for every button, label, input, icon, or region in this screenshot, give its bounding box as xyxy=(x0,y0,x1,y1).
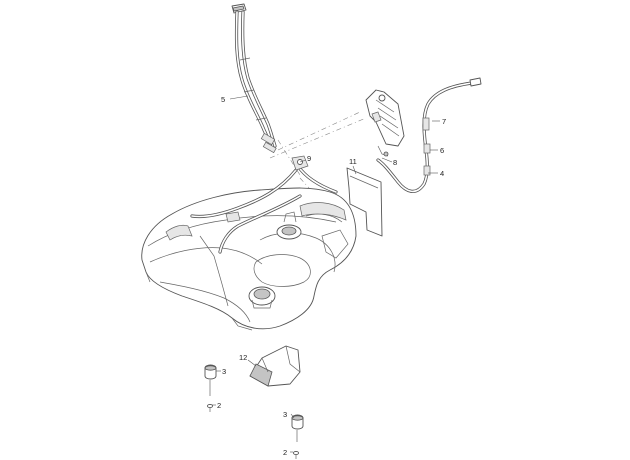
callout-5: 5 xyxy=(221,95,225,104)
callout-3-lower: 3 xyxy=(283,410,287,419)
filler-cap xyxy=(248,286,276,309)
callout-7: 7 xyxy=(442,117,446,126)
fuel-pump-module xyxy=(276,211,302,240)
callout-8: 8 xyxy=(393,158,397,167)
callout-4: 4 xyxy=(440,169,444,178)
callout-2-lower: 2 xyxy=(283,448,287,457)
vent-hose xyxy=(376,77,482,193)
heat-shield-plate xyxy=(346,167,383,237)
callout-3-upper: 3 xyxy=(222,367,226,376)
rubber-mount-upper xyxy=(204,364,217,396)
leader-lines xyxy=(212,95,440,453)
heat-shield-bracket xyxy=(365,89,405,157)
callout-6: 6 xyxy=(440,146,444,155)
callout-2-upper: 2 xyxy=(217,401,221,410)
callout-12: 12 xyxy=(239,353,247,362)
bolt-lower xyxy=(293,450,299,459)
filler-neck-pipe xyxy=(231,3,277,154)
fuel-tank xyxy=(141,187,357,331)
rubber-mount-lower xyxy=(291,414,304,442)
callout-labels: 5 7 9 11 8 6 4 12 3 2 3 2 xyxy=(217,95,446,457)
bolt-upper xyxy=(207,403,213,412)
callout-11: 11 xyxy=(349,157,357,166)
mounting-bracket xyxy=(249,345,301,387)
callout-9: 9 xyxy=(307,154,311,163)
